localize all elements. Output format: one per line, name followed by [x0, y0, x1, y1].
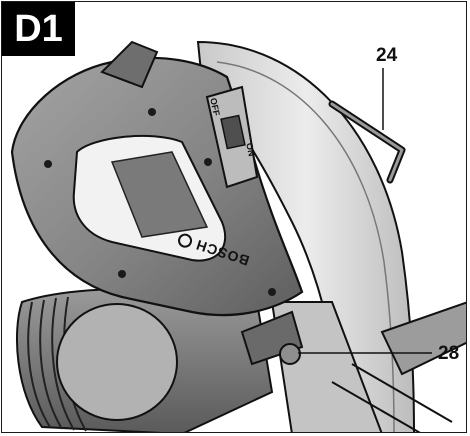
figure-label: D1 — [2, 2, 75, 56]
bosch-armature-icon — [176, 231, 195, 250]
lever-pivot — [279, 343, 301, 365]
callout-24: 24 — [376, 45, 398, 66]
diagonal-brace — [331, 363, 453, 432]
rear-handle-top — [100, 40, 159, 89]
motor-ribs — [27, 296, 87, 432]
handle-opening-shadow — [110, 151, 209, 238]
callout-28: 28 — [438, 343, 460, 364]
blade-guard-inner-edge — [216, 61, 395, 432]
on-off-switch — [220, 114, 246, 150]
saw-illustration — [10, 40, 466, 432]
motor-cap — [56, 303, 178, 421]
housing-screws — [44, 108, 276, 296]
support-arm — [380, 301, 466, 376]
